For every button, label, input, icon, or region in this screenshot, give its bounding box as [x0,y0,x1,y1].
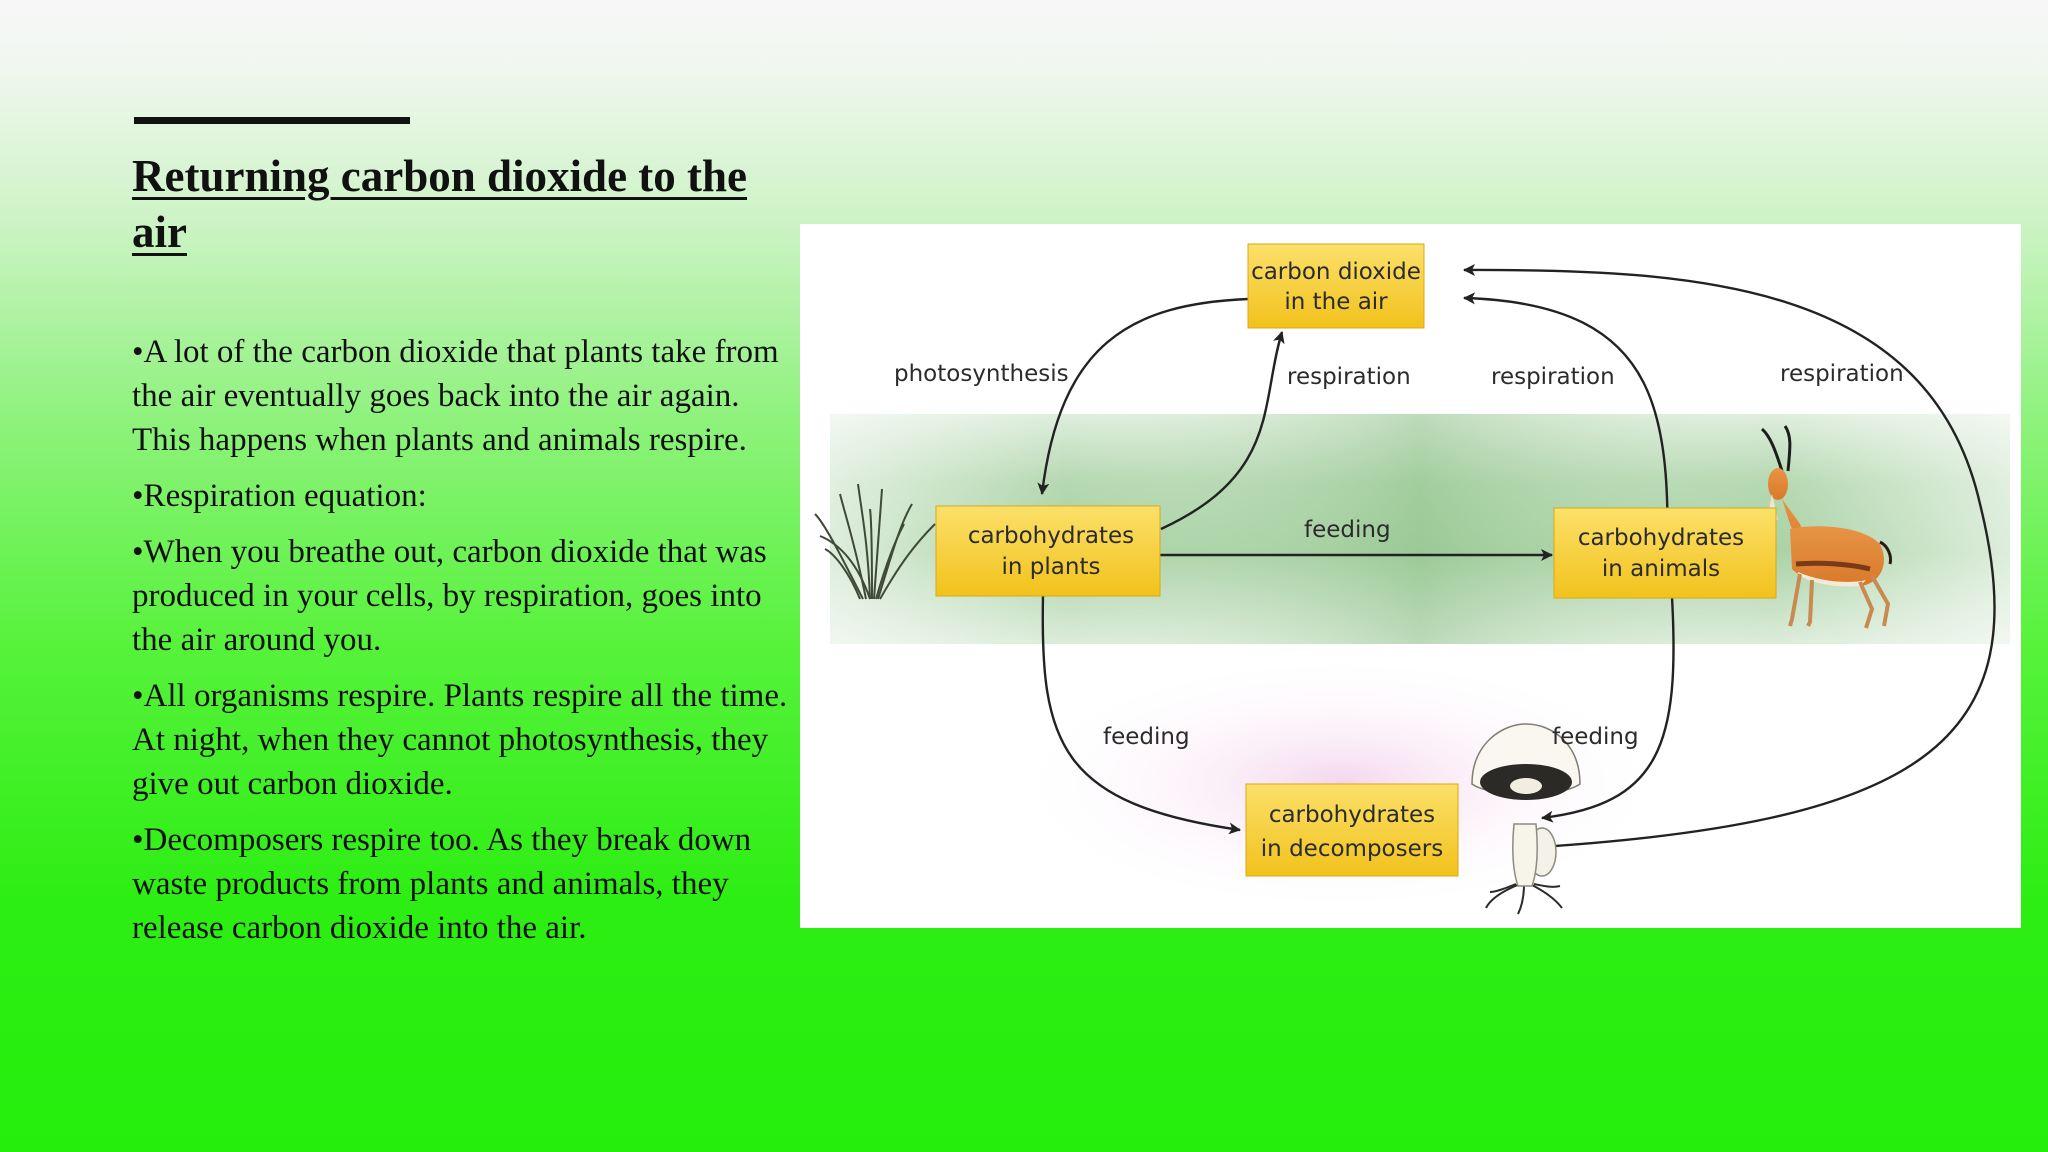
box-air: carbon dioxide in the air [1247,243,1425,329]
carbon-cycle-svg: carbon dioxide in the air carbohydrates … [800,224,2021,928]
bullet-item: •Decomposers respire too. As they break … [132,822,752,946]
box-plants-line2: in plants [1002,554,1101,580]
carbon-cycle-diagram: carbon dioxide in the air carbohydrates … [800,224,2021,928]
feeding-animals-decomposers-arrow [1541,596,1675,823]
grass-icon [814,483,936,600]
box-air-line1: carbon dioxide [1251,259,1421,285]
box-air-line2: in the air [1284,289,1388,315]
label-feeding-animals-decomposers: feeding [1552,724,1639,750]
title-rule [134,117,410,124]
box-decomposers-line2: in decomposers [1261,836,1443,862]
box-decomposers-line1: carbohydrates [1269,802,1435,828]
antelope-icon [1760,425,1892,629]
slide-title: Returning carbon dioxide to the air [132,151,748,257]
mushroom-icon [1471,723,1581,915]
label-photosynthesis: photosynthesis [894,361,1069,387]
label-respiration-decomposers: respiration [1780,361,1904,387]
label-respiration-plants: respiration [1287,364,1411,390]
label-feeding-plants-decomposers: feeding [1103,724,1190,750]
box-animals-line1: carbohydrates [1578,525,1744,551]
feeding-plants-decomposers-arrow [1041,595,1241,835]
box-plants: carbohydrates in plants [935,505,1161,597]
box-animals-line2: in animals [1602,556,1720,582]
label-respiration-animals: respiration [1491,364,1615,390]
bullet-item: •A lot of the carbon dioxide that plants… [132,334,779,458]
decomposer-respiration-arrow [1463,263,1996,850]
box-decomposers: carbohydrates in decomposers [1245,783,1459,877]
bullet-item: •All organisms respire. Plants respire a… [132,678,788,802]
box-plants-line1: carbohydrates [968,523,1134,549]
bullet-item: •When you breathe out, carbon dioxide th… [132,534,767,658]
label-feeding-plants-animals: feeding [1304,517,1391,543]
bullet-list: •A lot of the carbon dioxide that plants… [132,330,792,962]
photosynthesis-arrow [1037,297,1249,495]
plant-respiration-arrow [1160,331,1285,531]
box-animals: carbohydrates in animals [1553,507,1777,599]
bullet-item: •Respiration equation: [132,478,427,514]
